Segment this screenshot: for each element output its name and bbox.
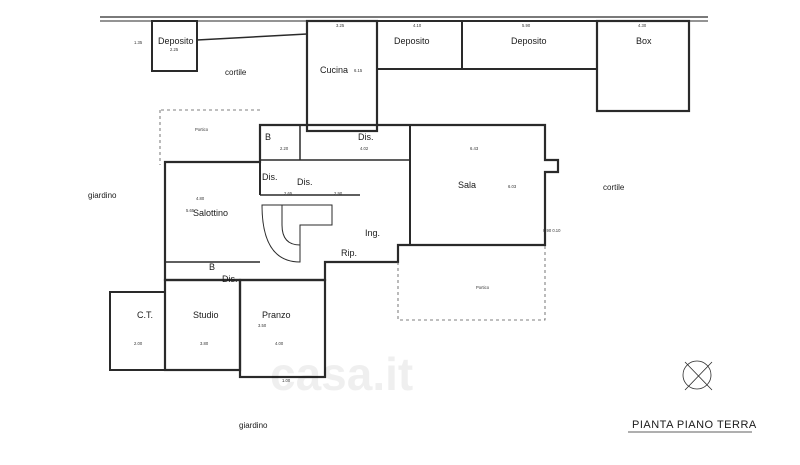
dim-6: 4.30	[638, 23, 647, 28]
room-deposito-2: Deposito	[394, 36, 430, 46]
dim-12: 2.90	[334, 191, 343, 196]
dim-3: 3.25	[336, 23, 345, 28]
dim-2: 5.65	[186, 208, 195, 213]
dim-16: 2.00	[134, 341, 143, 346]
label-portico-1: Portico	[195, 127, 209, 132]
room-box: Box	[636, 36, 652, 46]
dim-9: 2.20	[280, 146, 289, 151]
dim-19: 2.25	[170, 47, 179, 52]
label-portico-2: Portico	[476, 285, 490, 290]
plan-walls	[100, 16, 713, 391]
label-cortile-1: cortile	[225, 68, 247, 77]
room-ing: Ing.	[365, 228, 380, 238]
room-pranzo: Pranzo	[262, 310, 291, 320]
room-dis-1: Dis.	[358, 132, 374, 142]
dim-18: 1.35	[134, 40, 143, 45]
dim-14: 3.50	[258, 323, 267, 328]
room-sala: Sala	[458, 180, 476, 190]
dim-5: 5.90	[522, 23, 531, 28]
dim-7: 6.43	[470, 146, 479, 151]
dim-8: 6.03	[508, 184, 517, 189]
dim-4: 4.10	[413, 23, 422, 28]
dim-11: 2.65	[284, 191, 293, 196]
room-dis-2: Dis.	[262, 172, 278, 182]
watermark: casa.it	[270, 348, 413, 400]
room-dis-4: Dis.	[222, 274, 238, 284]
room-rip: Rip.	[341, 248, 357, 258]
label-cortile-2: cortile	[603, 183, 625, 192]
dim-17: 0.90 0.10	[543, 228, 561, 233]
dim-13: 3.80	[200, 341, 209, 346]
label-giardino-1: giardino	[88, 191, 117, 200]
plan-title: PIANTA PIANO TERRA	[632, 419, 757, 431]
dim-20: 6.15	[354, 68, 363, 73]
dim-21: 1.00	[282, 378, 291, 383]
room-deposito-1: Deposito	[158, 36, 194, 46]
room-dis-3: Dis.	[297, 177, 313, 187]
room-b-2: B	[209, 262, 215, 272]
room-studio: Studio	[193, 310, 219, 320]
room-b-1: B	[265, 132, 271, 142]
dim-10: 4.02	[360, 146, 369, 151]
room-salottino: Salottino	[193, 208, 228, 218]
dim-1: 4.80	[196, 196, 205, 201]
room-ct: C.T.	[137, 310, 153, 320]
room-deposito-3: Deposito	[511, 36, 547, 46]
room-cucina: Cucina	[320, 65, 348, 75]
dim-15: 4.00	[275, 341, 284, 346]
label-giardino-2: giardino	[239, 421, 268, 430]
